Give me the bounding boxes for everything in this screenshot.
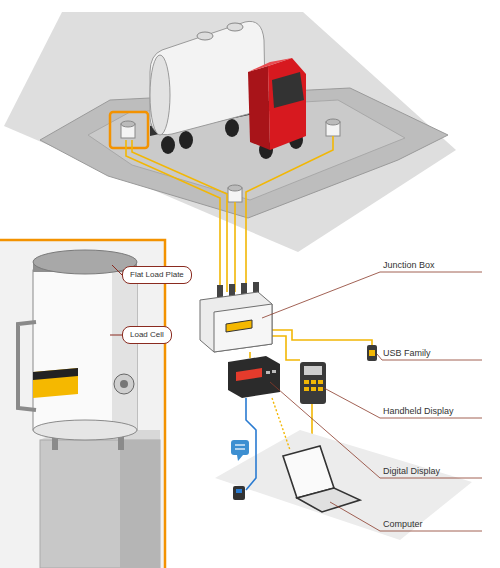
wireless-sensor	[231, 398, 256, 500]
handheld-key	[318, 387, 323, 391]
cell-shade	[112, 270, 137, 430]
leader-line	[324, 388, 482, 418]
display-screen	[236, 368, 262, 381]
pillar	[40, 440, 160, 568]
sensor-body	[233, 486, 245, 500]
wheel	[161, 136, 175, 154]
part-label: Handheld Display	[383, 406, 454, 417]
digital-display	[228, 356, 280, 398]
display-body	[228, 356, 280, 398]
leader-lines	[262, 272, 482, 531]
bubble-line	[235, 444, 245, 445]
pillar-shade	[120, 440, 160, 568]
box-body	[200, 292, 272, 352]
inset-background	[0, 240, 165, 568]
handheld-key	[311, 380, 316, 384]
laptop	[283, 446, 360, 512]
deck-load-cell	[228, 185, 242, 202]
deck-load-cell	[121, 121, 135, 138]
part-label: Junction Box	[383, 260, 435, 271]
part-label: Computer	[383, 519, 423, 530]
connector-pin	[120, 380, 128, 388]
cable	[268, 330, 372, 346]
leader-line	[262, 272, 482, 318]
leader-line	[330, 502, 482, 531]
cell-label	[33, 368, 78, 398]
callout-box: Load Cell	[122, 326, 172, 344]
leader-line	[270, 382, 482, 478]
cable	[246, 136, 333, 292]
load-cell-top	[326, 119, 340, 125]
cab	[268, 58, 306, 150]
handheld-key	[311, 387, 316, 391]
usb-device	[367, 345, 377, 361]
callout-text: Flat Load Plate	[130, 270, 184, 280]
junction-box	[200, 282, 272, 352]
cell-label-stripe	[33, 368, 78, 380]
windshield	[272, 72, 304, 108]
handheld-body	[300, 362, 326, 404]
dotted-link	[272, 398, 290, 450]
load-cell-top	[228, 185, 242, 191]
cable	[268, 336, 300, 360]
handheld-key	[304, 380, 309, 384]
callout-text: Load Cell	[130, 330, 164, 340]
display-button	[272, 370, 276, 373]
cable	[234, 202, 236, 292]
box-front	[214, 304, 272, 352]
display-button	[266, 371, 270, 374]
callout-box: Flat Load Plate	[122, 266, 192, 284]
cable	[249, 352, 251, 358]
cable-connector	[114, 374, 134, 394]
usb-label	[369, 350, 375, 356]
cab-roof	[248, 58, 292, 72]
laptop-base	[297, 488, 360, 512]
tank-end	[150, 55, 170, 135]
part-label: USB Family	[383, 348, 431, 359]
handheld-screen	[304, 366, 322, 375]
cell-body	[33, 270, 137, 430]
callout-pointer	[110, 335, 122, 336]
speech-bubble	[231, 440, 249, 455]
sensor-light	[236, 489, 242, 493]
wheel	[225, 119, 239, 137]
highlight-square	[110, 112, 148, 148]
inset-panel	[0, 240, 165, 568]
wheel	[179, 131, 193, 149]
cable-gland	[217, 285, 223, 297]
handheld-key	[304, 387, 309, 391]
callout-pointer	[112, 265, 122, 275]
speech-tail	[237, 455, 243, 461]
bubble-line	[235, 448, 245, 449]
hatch	[227, 23, 243, 31]
inset-border	[0, 240, 165, 568]
ground-slab	[4, 12, 456, 252]
deck-load-cell	[326, 119, 340, 136]
truck	[150, 21, 306, 159]
part-label: Digital Display	[383, 466, 440, 477]
cell-bottom	[33, 420, 137, 440]
box-window	[226, 320, 252, 332]
hatch	[197, 32, 213, 40]
load-cell-top	[121, 121, 135, 127]
handheld-display	[300, 362, 326, 404]
cab-side	[248, 66, 270, 150]
handheld-key	[318, 380, 323, 384]
tank	[150, 21, 265, 134]
usb-body	[367, 345, 377, 361]
flat-load-plate	[33, 250, 137, 274]
cable-gland	[229, 284, 235, 296]
